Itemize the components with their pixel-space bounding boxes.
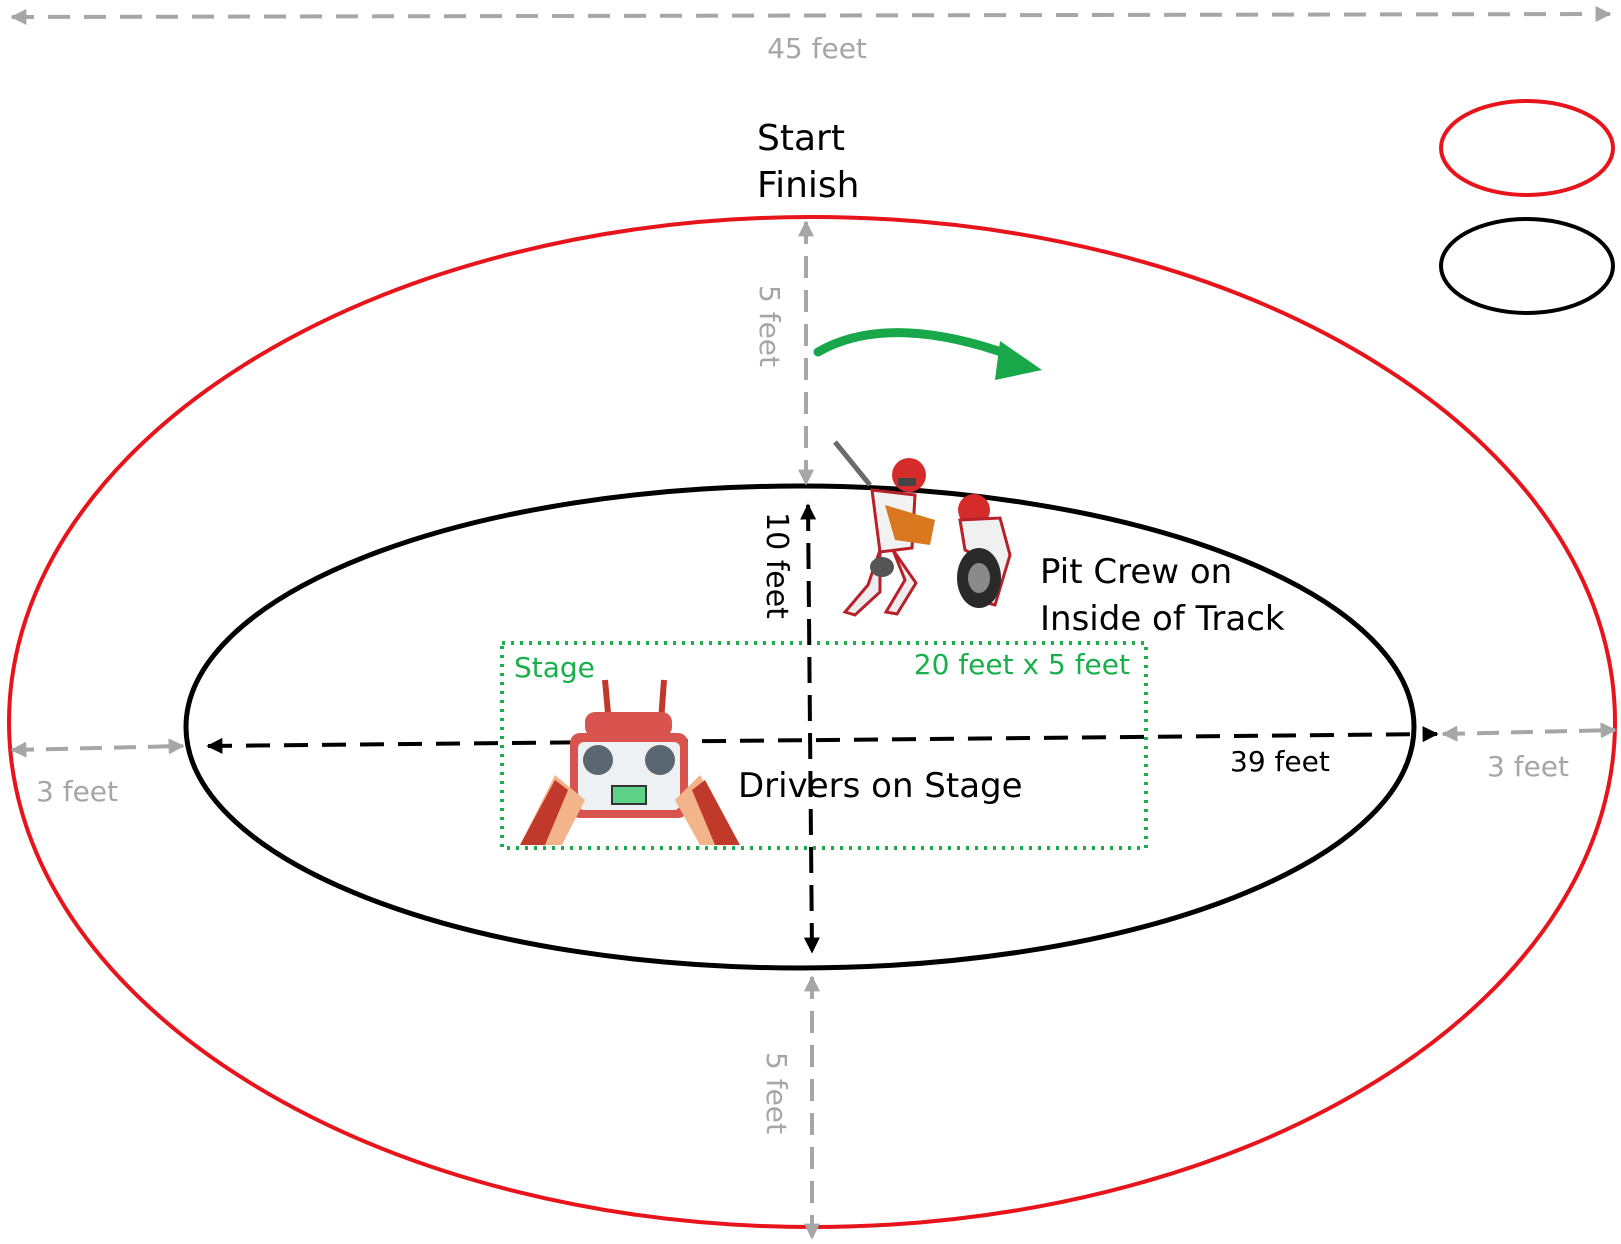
inner-height-dimension-line	[800, 503, 820, 954]
total-width-label: 45 feet	[767, 32, 867, 65]
inner-width-dimension-line	[206, 726, 1439, 754]
direction-arrow-icon	[813, 328, 1042, 380]
rc-controller-icon	[520, 679, 740, 845]
inner-width-label: 39 feet	[1230, 745, 1330, 778]
total-width-dimension-line	[10, 6, 1612, 25]
inner-height-label: 10 feet	[759, 512, 794, 619]
bottom-gap-label: 5 feet	[760, 1052, 793, 1134]
stage-title-label: Stage	[514, 651, 595, 684]
pit-crew-label-line2: Inside of Track	[1040, 599, 1285, 639]
finish-label: Finish	[757, 165, 859, 206]
top-gap-label: 5 feet	[753, 285, 786, 367]
outer-track	[7, 215, 1617, 1229]
black-ellipse-icon	[1439, 217, 1615, 315]
pit-crew-label-line1: Pit Crew on	[1040, 552, 1232, 592]
left-gap-dimension-line	[10, 738, 185, 758]
start-label: Start	[757, 118, 845, 159]
right-gap-label: 3 feet	[1487, 750, 1569, 783]
drivers-label: Drivers on Stage	[738, 766, 1023, 806]
left-gap-label: 3 feet	[36, 775, 118, 808]
stage-size-label: 20 feet x 5 feet	[914, 648, 1130, 681]
pit-crew-icon	[833, 440, 1012, 617]
right-gap-dimension-line	[1441, 722, 1617, 742]
red-ellipse-icon	[1439, 99, 1615, 197]
